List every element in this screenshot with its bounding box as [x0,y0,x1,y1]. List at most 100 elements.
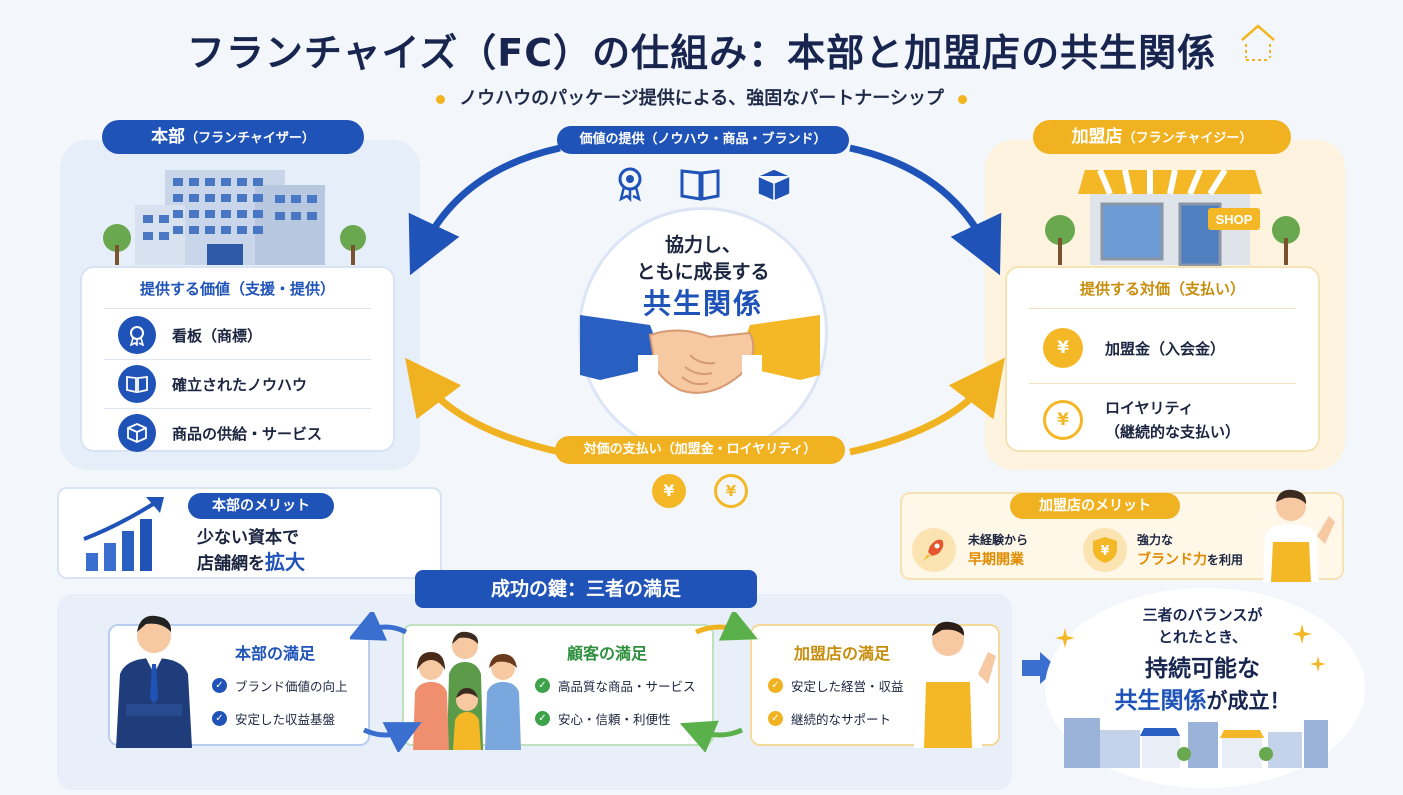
fr-merit-emphasis: 早期開業 [968,552,1024,568]
satisfaction-cycle-arrows [350,612,758,752]
bullet-dot [436,94,446,104]
franchisee-person-illustration [1263,489,1335,582]
handshake-illustration [580,315,820,394]
ribbon-icon [118,316,156,354]
office-building-illustration [103,170,366,265]
fr-merit-line1: 強力な [1137,533,1174,547]
fr-item-label: 加盟金（入会金） [1105,339,1226,358]
success-title: 成功の鍵：三者の満足 [415,570,757,608]
list-item: ✓ 安定した経営・収益 [768,676,904,695]
conclusion-line2: とれたとき、 [1158,628,1247,646]
bullet-dot [957,94,967,104]
fr-merit-item-brand: 強力な ブランド力を利用 [1137,530,1243,570]
fr-merit-line2-post: を利用 [1207,553,1244,567]
hq-merit-emphasis: 拡大 [265,550,305,574]
box-icon [757,168,791,202]
hq-value-card: 提供する価値（支援・提供） 看板（商標） 確立されたノウハウ 商品の供給・サービ… [80,266,395,452]
list-item: ✓ 継続的なサポート [768,709,904,728]
conclusion-line1: 三者のバランスが [1142,606,1263,624]
fr-item-fee: ¥ 加盟金（入会金） [1007,323,1318,373]
town-illustration [1064,718,1328,768]
value-provision-label: 価値の提供（ノウハウ・商品・ブランド） [557,126,849,154]
hq-item-trademark: 看板（商標） [82,316,393,354]
hq-merit-label: 本部のメリット [188,493,334,519]
sparkle-icon [1292,624,1312,644]
hq-item-products: 商品の供給・サービス [82,414,393,452]
fr-merit-line1: 未経験から [968,533,1029,547]
yen-bag-icon: ¥ [1043,328,1083,368]
family-illustration [413,631,521,750]
fr-label-main: 加盟店 [1071,127,1123,147]
svg-text:¥: ¥ [1100,544,1109,559]
list-item: ✓ 安定した収益基盤 [212,709,348,728]
sparkle-icon [1055,628,1075,648]
yen-bag-icon: ¥ [652,474,686,508]
hq-businessman-illustration [116,615,192,748]
hq-item-label: 確立されたノウハウ [172,375,308,394]
hq-label-main: 本部 [151,127,186,147]
hq-item-knowhow: 確立されたノウハウ [82,365,393,403]
list-item-text: ブランド価値の向上 [235,679,348,694]
conclusion-big2-post: が成立！ [1206,689,1291,713]
check-icon: ✓ [768,711,783,726]
shield-yen-icon: ¥ [1083,528,1127,572]
fr-satisfaction-list: ✓ 安定した経営・収益 ✓ 継続的なサポート [768,676,904,742]
hq-item-label: 看板（商標） [172,326,263,345]
check-icon: ✓ [212,711,227,726]
check-icon: ✓ [535,678,550,693]
yen-cycle-icon: ¥ [1043,400,1083,440]
list-item-text: 安定した収益基盤 [235,712,336,727]
hq-label-sub: （フランチャイザー） [185,131,315,146]
page-subtitle: ノウハウのパッケージ提供による、強固なパートナーシップ [0,84,1403,110]
conclusion-big1: 持続可能な [1145,656,1260,682]
franchisee-owner-illustration [914,621,996,748]
hq-satisfaction-title: 本部の満足 [234,644,315,663]
list-item: ✓ 高品質な商品・サービス [535,676,696,695]
fr-merit-item-early: 未経験から 早期開業 [968,530,1028,570]
sparkle-icon [1310,656,1326,672]
shop-sign-text: SHOP [1216,212,1253,227]
box-icon [118,414,156,452]
hq-merit-line1: 少ない資本で [197,528,299,548]
conclusion-text: 三者のバランスが とれたとき、 持続可能な 共生関係が成立！ [1065,604,1340,716]
center-message: 協力し、 ともに成長する 共生関係 [578,232,828,320]
shop-illustration: SHOP [1045,168,1300,267]
list-item: ✓ 安心・信頼・利便性 [535,709,696,728]
yen-cycle-icon: ¥ [714,474,748,508]
flow-arrows [405,144,1005,456]
center-line2: ともに成長する [636,261,770,283]
book-icon [680,169,720,201]
list-item-text: 高品質な商品・サービス [558,679,696,694]
fr-item-royalty: ¥ ロイヤリティ （継続的な支払い） [1007,394,1318,446]
customer-satisfaction-title: 顧客の満足 [566,644,647,663]
check-icon: ✓ [535,711,550,726]
rocket-icon [912,528,956,572]
growth-chart-icon [83,497,164,571]
ribbon-icon [618,167,642,203]
list-item-text: 継続的なサポート [791,712,892,727]
conclusion-emphasis: 共生関係 [1114,688,1207,714]
fr-label-sub: （フランチャイジー） [1122,131,1253,146]
headquarters-label: 本部（フランチャイザー） [102,120,364,154]
fr-merit-emphasis: ブランド力 [1137,552,1207,568]
fr-item-sublabel: （継続的な支払い） [1105,423,1241,441]
check-icon: ✓ [212,678,227,693]
center-big-text: 共生関係 [642,287,763,320]
fr-item-label: ロイヤリティ [1105,399,1194,417]
hq-merit-text: 少ない資本で 店舗網を拡大 [197,526,305,576]
fr-payment-card-title: 提供する対価（支払い） [1079,280,1245,298]
hq-item-label: 商品の供給・サービス [172,424,323,443]
check-icon: ✓ [768,678,783,693]
fr-satisfaction-title: 加盟店の満足 [793,644,890,663]
value-icons [618,167,791,203]
payment-label: 対価の支払い（加盟金・ロイヤリティ） [555,436,845,464]
list-item-text: 安定した経営・収益 [791,679,904,694]
page-title: フランチャイズ（FC）の仕組み：本部と加盟店の共生関係 [186,31,1217,75]
book-icon [118,365,156,403]
hq-value-card-title: 提供する価値（支援・提供） [139,280,335,298]
list-item-text: 安心・信頼・利便性 [558,712,671,727]
hq-merit-line2: 店舗網を [197,554,265,574]
fr-merit-label: 加盟店のメリット [1010,493,1180,519]
list-item: ✓ ブランド価値の向上 [212,676,348,695]
franchisee-label: 加盟店（フランチャイジー） [1033,120,1291,154]
